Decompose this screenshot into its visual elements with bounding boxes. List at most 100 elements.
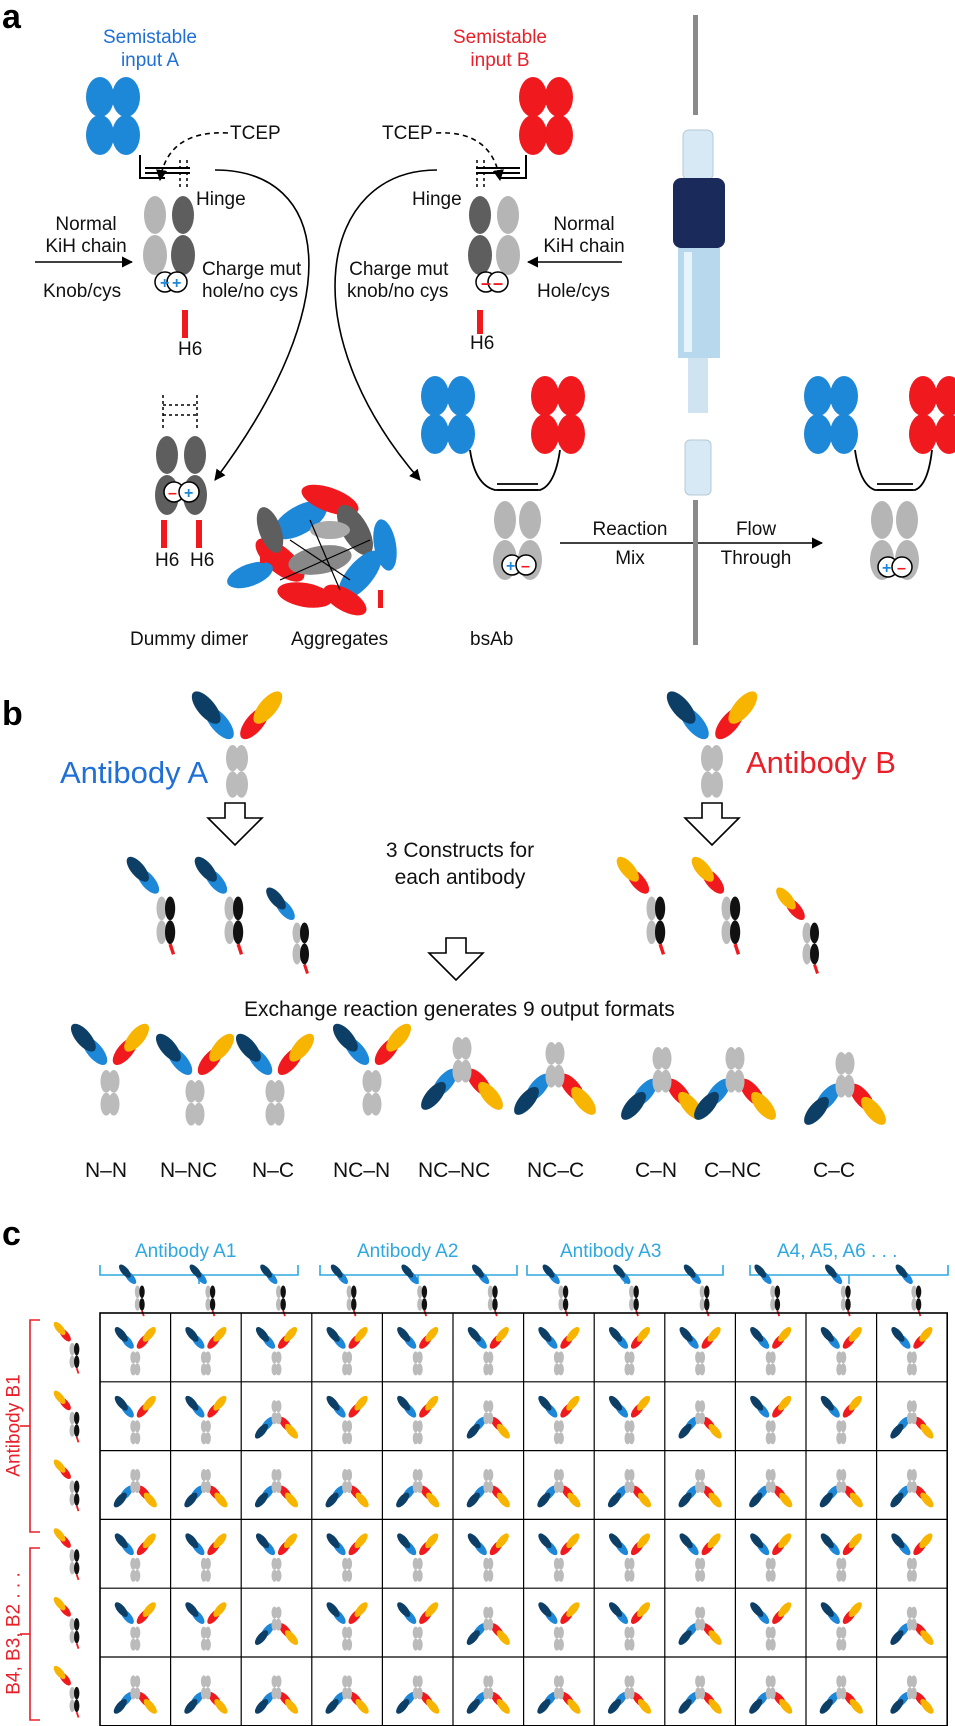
hinge-label-right: Hinge: [412, 189, 462, 210]
column-label-a1: Antibody A1: [135, 1241, 237, 1262]
input-b-line1: Semistable: [453, 27, 547, 48]
column-header-construct-icon: [116, 1261, 146, 1317]
svg-text:–: –: [493, 273, 503, 293]
matrix-cell-bsab-icon: [112, 1531, 159, 1582]
input-a-line2: input A: [120, 50, 180, 71]
matrix-cell-bsab-icon: [394, 1393, 441, 1445]
row-label-b1: Antibody B1: [3, 1374, 25, 1477]
matrix-cell-bsab-icon: [112, 1324, 159, 1376]
normal-kih-left-line1: Normal: [55, 214, 117, 235]
constructs-line1: 3 Constructs for: [385, 839, 535, 862]
matrix-cell-bsab-icon: [606, 1393, 653, 1445]
column-header-construct-icon: [469, 1261, 499, 1317]
matrix-cell-bsab-icon: [183, 1324, 229, 1376]
curve-arrow-to-bsab: [334, 169, 438, 481]
matrix-cell-bsab-icon: [535, 1675, 583, 1716]
constructs-a: [121, 851, 311, 975]
matrix-cell-bsab-icon: [252, 1675, 301, 1716]
svg-text:–: –: [481, 273, 491, 293]
flow-through-line2: Through: [720, 548, 792, 569]
matrix-cell-bsab-icon: [252, 1469, 301, 1510]
matrix-cell-bsab-icon: [464, 1469, 513, 1510]
format-n-c: N–C: [252, 1159, 295, 1182]
matrix-cell-bsab-icon: [888, 1675, 936, 1716]
reaction-mix-line1: Reaction: [592, 519, 668, 540]
column-label-a4-a6: A4, A5, A6 . . .: [777, 1241, 898, 1262]
format-nc-nc: NC–NC: [418, 1159, 491, 1182]
column-label-a3: Antibody A3: [560, 1241, 662, 1262]
matrix-cell-bsab-icon: [746, 1675, 795, 1716]
charge-mut-left: Charge mut hole/no cys: [202, 260, 301, 301]
matrix-cell-bsab-icon: [536, 1600, 582, 1651]
format-n-nc: N–NC: [160, 1159, 218, 1182]
format-c-nc: C–NC: [704, 1159, 762, 1182]
matrix-cell-bsab-icon: [818, 1600, 865, 1651]
matrix-cell-bsab-icon: [252, 1606, 301, 1648]
constructs-line2: each antibody: [394, 866, 526, 889]
column-header-construct-icon: [539, 1261, 570, 1317]
matrix-cell-bsab-icon: [393, 1675, 442, 1716]
aggregates-label: Aggregates: [291, 629, 389, 650]
column-header-construct-icon: [257, 1261, 287, 1317]
matrix-cell-bsab-icon: [747, 1531, 794, 1582]
format-c-c: C–C: [813, 1159, 856, 1182]
semistable-input-a-molecule: + +: [86, 77, 195, 338]
matrix-cell-bsab-icon: [393, 1469, 442, 1510]
matrix-cell-bsab-icon: [606, 1531, 653, 1582]
matrix-cell-bsab-icon: [676, 1469, 724, 1510]
matrix-cell-bsab-icon: [464, 1606, 513, 1648]
bsab-molecule: + –: [421, 376, 585, 580]
matrix-cell-bsab-icon: [606, 1324, 653, 1376]
column-header-construct-icon: [610, 1261, 640, 1317]
row-header-construct-icon: [50, 1319, 81, 1375]
normal-kih-left: Normal KiH chain: [38, 215, 134, 256]
matrix-cell-bsab-icon: [605, 1675, 654, 1716]
svg-text:–: –: [168, 485, 177, 502]
matrix-cell-bsab-icon: [535, 1469, 583, 1510]
matrix-cell-bsab-icon: [394, 1531, 441, 1582]
matrix-cell-bsab-icon: [253, 1324, 300, 1376]
aggregates-cluster: [227, 484, 397, 616]
column-header-construct-icon: [822, 1261, 852, 1317]
input-b-label: Semistable input B: [440, 28, 560, 70]
matrix-cell-bsab-icon: [324, 1393, 370, 1445]
knob-cys-label: Knob/cys: [43, 281, 122, 302]
matrix-cell-bsab-icon: [888, 1400, 936, 1441]
down-arrow-b: [683, 802, 741, 847]
row-header-construct-icon: [50, 1594, 81, 1650]
format-nc-c: NC–C: [527, 1159, 585, 1182]
charge-mut-right: Charge mut knob/no cys: [347, 260, 448, 301]
constructs-b: [611, 851, 821, 975]
row-header-construct-icon: [50, 1456, 81, 1512]
matrix-cell-bsab-icon: [889, 1531, 935, 1582]
matrix-cell-bsab-icon: [818, 1531, 865, 1582]
normal-kih-right: Normal KiH chain: [536, 215, 632, 256]
tcep-arrow-right: [435, 132, 504, 182]
matrix-cell-bsab-icon: [394, 1324, 441, 1376]
svg-text:+: +: [160, 275, 169, 292]
bsab-label: bsAb: [470, 629, 514, 650]
constructs-label: 3 Constructs for each antibody: [360, 840, 560, 888]
tcep-label-left: TCEP: [230, 123, 281, 144]
matrix-cell-bsab-icon: [888, 1469, 936, 1510]
input-a-line1: Semistable: [103, 27, 197, 48]
reaction-mix-line2: Mix: [615, 548, 645, 569]
row-header-construct-icon: [50, 1663, 81, 1719]
dummy-dimer-label: Dummy dimer: [130, 629, 249, 650]
matrix-cell-bsab-icon: [112, 1393, 159, 1445]
svg-text:+: +: [172, 275, 181, 292]
flow-through-bsab-molecule: + –: [804, 376, 955, 580]
column-header-construct-icon: [186, 1261, 217, 1317]
charge-mut-left-line2: hole/no cys: [202, 281, 299, 302]
reaction-mix-label: Reaction Mix: [580, 520, 680, 568]
matrix-cell-bsab-icon: [324, 1324, 370, 1376]
format-n-n: N–N: [85, 1159, 128, 1182]
matrix-cell-bsab-icon: [465, 1531, 512, 1582]
exchange-label: Exchange reaction generates 9 output for…: [244, 998, 675, 1021]
antibody-a-title: Antibody A: [60, 755, 209, 790]
matrix-cell-bsab-icon: [676, 1606, 724, 1648]
charge-mut-right-line1: Charge mut: [349, 259, 449, 280]
row-header-construct-icon: [50, 1525, 81, 1581]
column-header-constructs: [116, 1261, 923, 1317]
